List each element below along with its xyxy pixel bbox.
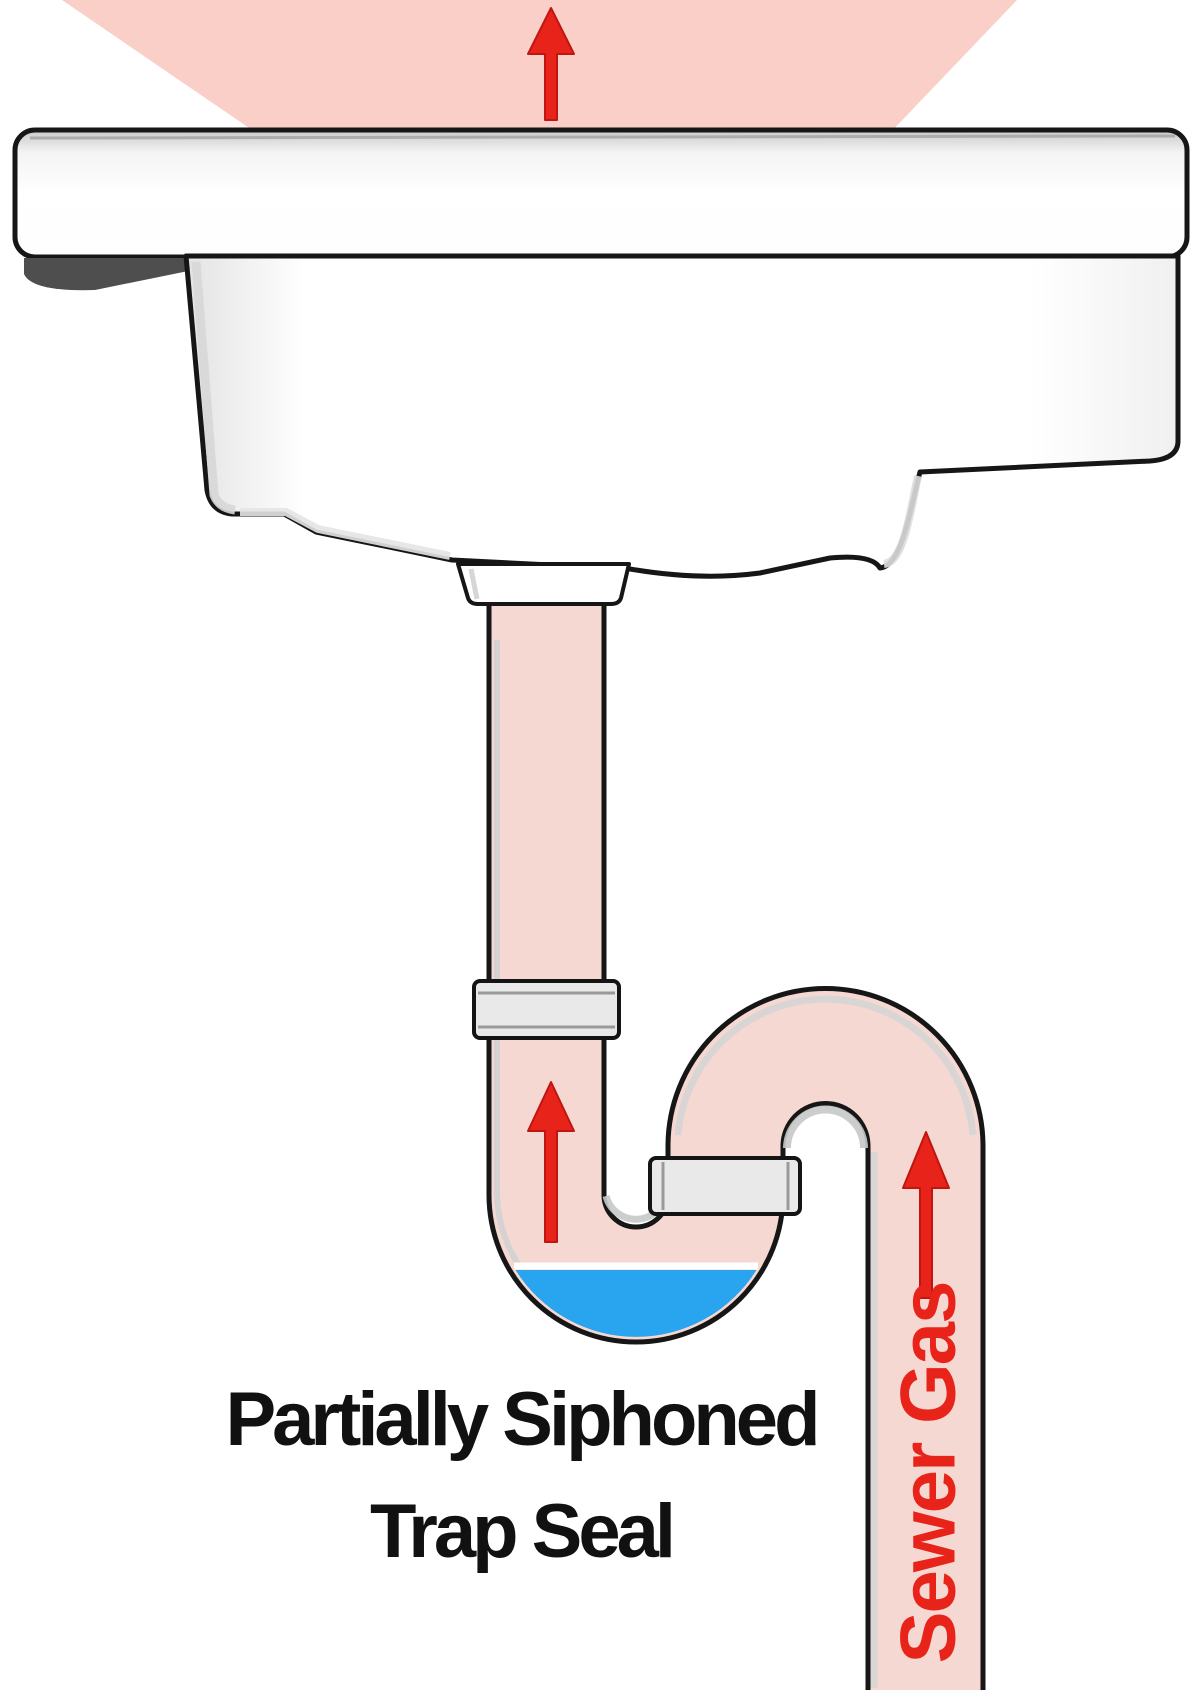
up-arrow-icon-tailpiece — [527, 1081, 575, 1243]
slip-nut-tailpiece — [472, 979, 621, 1040]
sink-basin-right-step-shading — [882, 475, 922, 568]
sewer-gas-label: Sewer Gas — [883, 1283, 971, 1664]
sink-basin-bottom-shading — [240, 508, 451, 560]
sink-rim-top-bevel — [29, 134, 1176, 140]
trap-water — [515, 1270, 757, 1337]
slip-nut-trap-outlet — [648, 1156, 802, 1216]
sink-basin-left-shading — [191, 261, 236, 515]
sink-drain-stub — [456, 562, 631, 606]
sink-basin — [183, 253, 1181, 579]
up-arrow-icon-room — [527, 7, 575, 121]
sewer-gas-cloud — [62, 0, 1017, 134]
drain-stub-shading — [468, 568, 480, 600]
caption-line-2: Trap Seal — [370, 1489, 672, 1574]
pipe-inner-highlight-overflow-bend — [783, 1105, 868, 1149]
up-arrow-icon-sewer — [902, 1131, 950, 1299]
caption-line-1: Partially Siphoned — [225, 1377, 816, 1462]
sink-rim-slab — [12, 127, 1190, 260]
pipe-inner-highlight-bend-top — [674, 995, 977, 1136]
pipe-inner-highlight-tailpiece — [494, 640, 521, 1266]
